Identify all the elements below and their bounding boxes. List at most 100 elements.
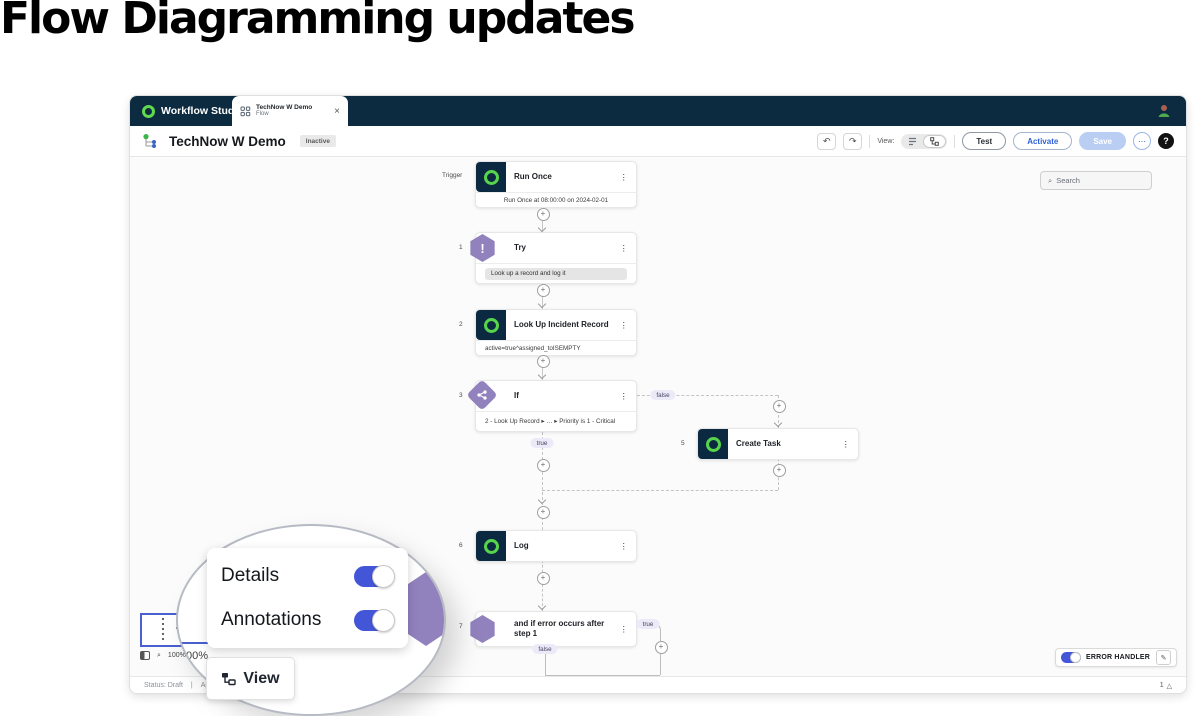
tab-text: TechNow W Demo Flow: [256, 104, 312, 118]
connector-line: [542, 490, 778, 491]
add-step-button[interactable]: +: [536, 505, 550, 519]
kebab-menu-icon[interactable]: ⋮: [841, 438, 851, 449]
kebab-menu-icon[interactable]: ⋮: [619, 171, 629, 182]
error-handler-label: ERROR HANDLER: [1086, 654, 1151, 661]
magnified-minimap-border: [178, 642, 217, 644]
node-annotation[interactable]: Look up a record and log it: [485, 267, 627, 280]
tab-subtitle: Flow: [256, 111, 269, 118]
magnified-zoom-level: 00%: [186, 650, 209, 662]
node-run-once[interactable]: Trigger Run Once ⋮ Run Once at 08:00:00 …: [442, 161, 637, 208]
edit-pencil-icon[interactable]: ✎: [1156, 650, 1171, 665]
connector-line: [542, 560, 543, 611]
branch-label-true: true: [530, 438, 554, 448]
tree-view-icon[interactable]: [902, 137, 923, 146]
node-annotation: Run Once at 08:00:00 on 2024-02-01: [476, 192, 636, 207]
add-step-button[interactable]: +: [536, 283, 550, 297]
add-step-button[interactable]: +: [536, 458, 550, 472]
branch-label-true: true: [636, 619, 660, 629]
flow-toolbar: TechNow W Demo Inactive ↶ ↷ View:: [130, 126, 1186, 157]
diagram-view-icon[interactable]: [923, 134, 947, 148]
node-try[interactable]: 1 ! Try ⋮ Look up a record and log it: [459, 232, 637, 284]
zoom-magnifier-icon[interactable]: ⌕: [157, 651, 161, 659]
servicenow-action-icon: [476, 531, 506, 561]
arrow-down-icon: [773, 418, 782, 428]
servicenow-action-icon: [476, 310, 506, 340]
kebab-menu-icon[interactable]: ⋮: [619, 390, 629, 401]
node-error-branch[interactable]: 7 and if error occurs after step 1 ⋮: [459, 611, 637, 647]
view-button-label: View: [243, 669, 280, 687]
node-number: 6: [459, 542, 463, 549]
node-annotation: 2 - Look Up Record ▸ … ▸ Priority is 1 -…: [476, 411, 636, 431]
details-label: Details: [221, 565, 280, 586]
arrow-down-icon: [537, 299, 546, 309]
close-tab-icon[interactable]: ×: [334, 105, 340, 117]
node-title: Look Up Incident Record: [514, 320, 609, 329]
error-false-line: [545, 645, 546, 675]
error-loop-line: [545, 675, 660, 676]
annotations-label: Annotations: [221, 609, 322, 630]
kebab-menu-icon[interactable]: ⋮: [619, 242, 629, 253]
help-button[interactable]: ?: [1158, 133, 1174, 149]
view-button[interactable]: View: [206, 657, 295, 700]
node-number: 2: [459, 321, 463, 328]
add-step-button[interactable]: +: [654, 640, 668, 654]
servicenow-action-icon: [698, 429, 728, 459]
connector-line: [542, 432, 543, 530]
error-handler-toggle[interactable]: [1061, 652, 1081, 663]
node-log[interactable]: 6 Log ⋮: [459, 530, 637, 562]
app-header-bar: Workflow Studio TechNow W Demo Flow ×: [130, 96, 1186, 126]
save-button[interactable]: Save: [1079, 132, 1126, 150]
search-icon: ⌕: [1048, 175, 1053, 185]
redo-button[interactable]: ↷: [843, 132, 863, 150]
kebab-menu-icon[interactable]: ⋮: [619, 319, 629, 330]
divider: [869, 134, 871, 148]
flow-type-icon: [143, 134, 156, 148]
add-step-button[interactable]: +: [772, 399, 786, 413]
node-title: Run Once: [514, 172, 552, 181]
add-step-button[interactable]: +: [536, 571, 550, 585]
details-toggle[interactable]: [354, 564, 395, 588]
undo-button[interactable]: ↶: [817, 132, 837, 150]
node-title: If: [514, 391, 519, 400]
try-hexagon-icon: !: [470, 234, 495, 262]
activate-button[interactable]: Activate: [1013, 132, 1073, 150]
servicenow-logo-icon: [142, 104, 155, 118]
flow-tab-icon: [240, 106, 251, 116]
page-title: Flow Diagramming updates: [0, 0, 636, 44]
node-number: 3: [459, 392, 463, 399]
brand-label: Workflow Studio: [161, 105, 244, 117]
node-create-task[interactable]: 5 Create Task ⋮: [681, 428, 859, 460]
kebab-menu-icon[interactable]: ⋮: [619, 540, 629, 551]
test-button[interactable]: Test: [962, 132, 1007, 150]
annotations-toggle[interactable]: [354, 608, 395, 632]
node-look-up-incident-record[interactable]: 2 Look Up Incident Record ⋮ active=true^…: [459, 309, 637, 356]
add-step-button[interactable]: +: [536, 354, 550, 368]
more-options-button[interactable]: ⋯: [1133, 132, 1151, 150]
node-title: Log: [514, 541, 529, 550]
warning-triangle-icon: △: [1166, 682, 1172, 690]
error-handler-control: ERROR HANDLER ✎: [1055, 648, 1177, 667]
node-title: Create Task: [736, 439, 781, 448]
view-mode-segmented-control[interactable]: [901, 133, 948, 149]
search-input[interactable]: ⌕ Search: [1040, 171, 1152, 190]
view-label: View:: [877, 137, 895, 145]
node-number: 5: [681, 440, 685, 447]
warning-count: 1: [1159, 682, 1164, 689]
panel-toggle-icon[interactable]: [140, 651, 150, 660]
add-step-button[interactable]: +: [536, 207, 550, 221]
divider: |: [190, 682, 193, 689]
flow-name: TechNow W Demo: [169, 133, 286, 149]
tab-technow-w-demo[interactable]: TechNow W Demo Flow ×: [232, 96, 348, 126]
view-options-popover: Details Annotations: [207, 548, 408, 648]
kebab-menu-icon[interactable]: ⋮: [619, 623, 629, 634]
arrow-down-icon: [537, 495, 546, 505]
flow-canvas[interactable]: ⌕ Search + + + + + + + + + true fals: [130, 157, 1186, 676]
node-if[interactable]: 3 If ⋮ 2 - Look Up Record ▸ … ▸ Priority…: [459, 379, 637, 432]
zoom-level: 100%: [167, 652, 186, 659]
add-step-button[interactable]: +: [772, 463, 786, 477]
node-number: 7: [459, 623, 463, 630]
user-avatar[interactable]: [1156, 103, 1172, 119]
divider: [954, 134, 956, 148]
error-hexagon-icon: [470, 615, 495, 643]
arrow-down-icon: [537, 223, 546, 233]
